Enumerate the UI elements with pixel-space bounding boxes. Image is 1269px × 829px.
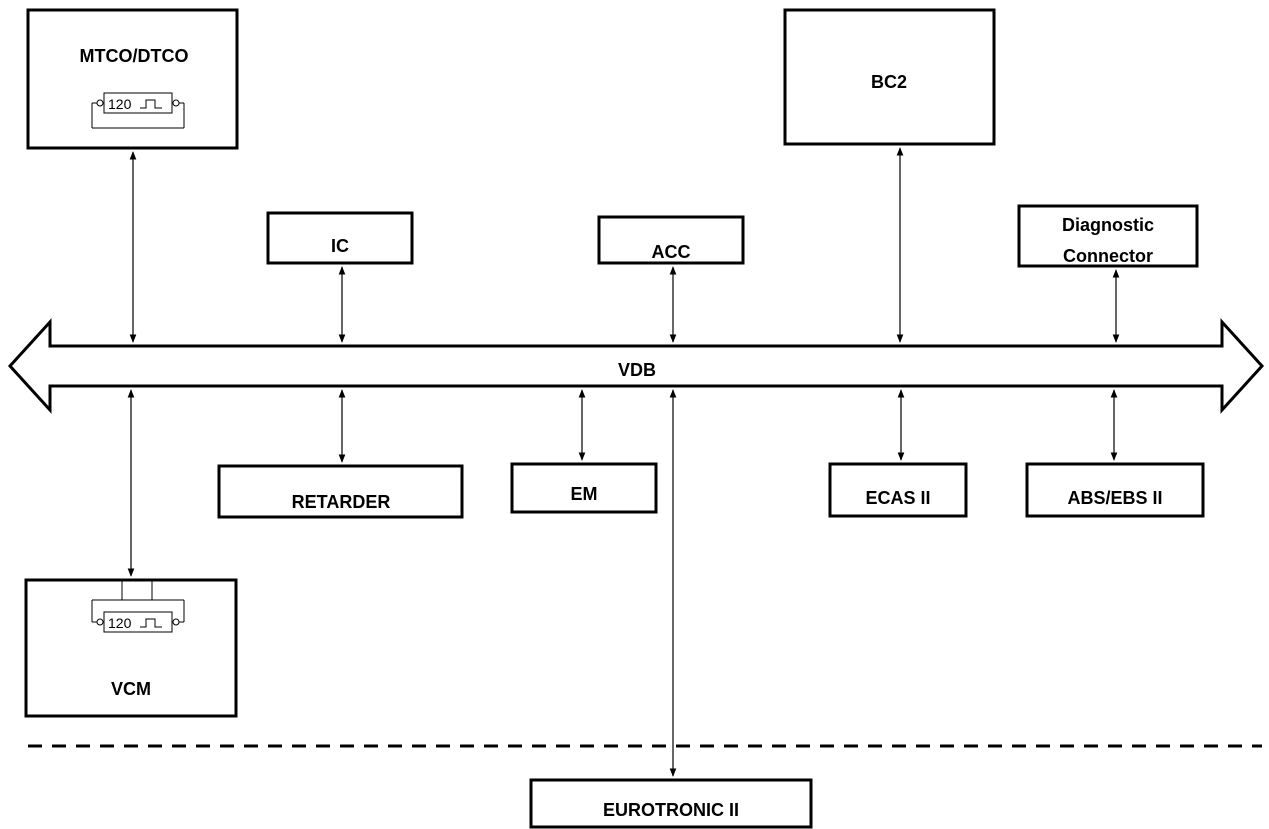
vdb-bus-arrow bbox=[7, 318, 1265, 414]
resistor-120-icon: 120 bbox=[91, 92, 185, 129]
ic-node: IC bbox=[266, 211, 414, 265]
em-node: EM bbox=[510, 462, 658, 514]
eurotronic-node: EUROTRONIC II bbox=[529, 778, 813, 829]
bc2-node: BC2 bbox=[783, 8, 996, 146]
vcm-node: VCM 120 bbox=[24, 578, 238, 718]
acc-label: ACC bbox=[652, 242, 691, 262]
diagnostic-connector-node: Diagnostic Connector bbox=[1017, 204, 1199, 268]
retarder-label: RETARDER bbox=[292, 492, 391, 512]
ic-label: IC bbox=[331, 236, 349, 256]
abs-ebs-label: ABS/EBS II bbox=[1067, 488, 1162, 508]
diagnostic-label-line1: Diagnostic bbox=[1062, 215, 1154, 235]
abs-ebs-node: ABS/EBS II bbox=[1025, 462, 1205, 518]
vdb-label: VDB bbox=[618, 360, 656, 380]
eurotronic-label: EUROTRONIC II bbox=[603, 800, 739, 820]
em-label: EM bbox=[571, 484, 598, 504]
resistor-value: 120 bbox=[108, 96, 132, 112]
mtco-dtco-label: MTCO/DTCO bbox=[80, 46, 189, 66]
mtco-dtco-node: MTCO/DTCO 120 bbox=[26, 8, 239, 150]
vcm-label: VCM bbox=[111, 679, 151, 699]
ecas-node: ECAS II bbox=[828, 462, 968, 518]
retarder-node: RETARDER bbox=[217, 464, 464, 519]
bc2-label: BC2 bbox=[871, 72, 907, 92]
resistor-value: 120 bbox=[108, 615, 132, 631]
diagnostic-label-line2: Connector bbox=[1063, 246, 1153, 266]
ecas-label: ECAS II bbox=[865, 488, 930, 508]
resistor-120-icon: 120 bbox=[91, 580, 185, 633]
acc-node: ACC bbox=[597, 215, 745, 265]
